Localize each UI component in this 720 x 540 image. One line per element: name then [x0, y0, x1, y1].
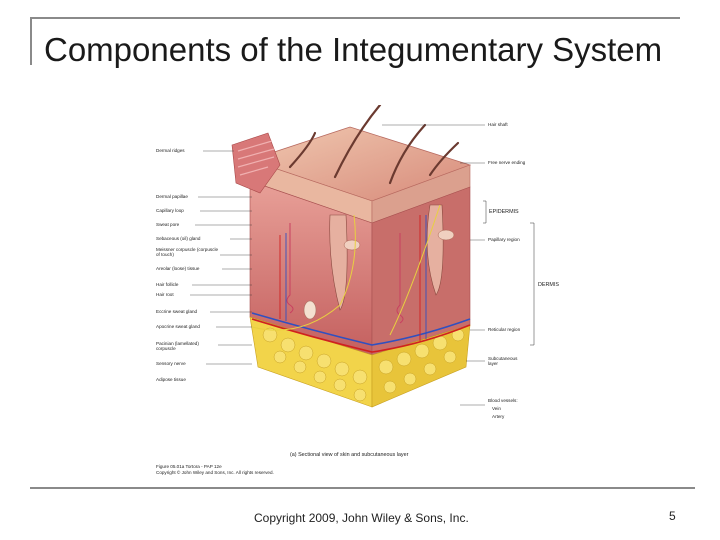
epidermis-bracket — [483, 200, 487, 224]
skin-cross-section-figure: Dermal ridges Dermal papillae Capillary … — [140, 105, 580, 480]
figure-caption: (a) Sectional view of skin and subcutane… — [290, 452, 409, 458]
label-meissner-corpuscle: Meissner corpuscle (corpuscle of touch) — [156, 247, 219, 257]
hair-shaft-2 — [388, 123, 427, 185]
label-hair-shaft: Hair shaft — [488, 122, 508, 127]
label-hair-root: Hair root — [156, 292, 174, 297]
dermis-bracket — [530, 222, 535, 346]
label-vein: Vein — [492, 406, 501, 411]
hair-shaft-1 — [333, 105, 382, 179]
label-eccrine-sweat-gland: Eccrine sweat gland — [156, 309, 198, 314]
label-sebaceous-gland: Sebaceous (oil) gland — [156, 236, 201, 241]
hair-shaft-3 — [428, 141, 460, 177]
vein — [251, 312, 471, 346]
label-dermis: DERMIS — [538, 282, 559, 288]
slide-frame-top — [30, 17, 680, 19]
label-pacinian-corpuscle: Pacinian (lamellated) corpuscle — [156, 341, 199, 351]
skin-illustration — [190, 105, 535, 408]
label-capillary-loop: Capillary loop — [156, 208, 184, 213]
eccrine-sweat-gland — [286, 223, 294, 314]
apocrine-sweat-gland — [396, 233, 404, 324]
label-subcutaneous-layer: Subcutaneous layer — [488, 356, 518, 366]
footer-copyright: Copyright 2009, John Wiley & Sons, Inc. — [254, 511, 469, 525]
label-dermal-ridges: Dermal ridges — [156, 148, 185, 153]
pacinian-corpuscle — [303, 300, 317, 320]
label-dermal-papillae: Dermal papillae — [156, 194, 188, 199]
label-areolar-tissue: Areolar (loose) tissue — [156, 266, 200, 271]
label-reticular-region: Reticular region — [488, 327, 521, 332]
label-sensory-nerve: Sensory nerve — [156, 361, 186, 366]
label-free-nerve-ending: Free nerve ending — [488, 160, 526, 165]
slide-title: Components of the Integumentary System — [44, 31, 663, 68]
label-papillary-region: Papillary region — [488, 237, 520, 242]
dermal-ridges-flap — [231, 132, 281, 194]
label-adipose-tissue: Adipose tissue — [156, 377, 186, 382]
label-sweat-pore: Sweat pore — [156, 222, 180, 227]
slide-footer-divider — [30, 487, 695, 489]
label-hair-follicle: Hair follicle — [156, 282, 179, 287]
label-apocrine-sweat-gland: Apocrine sweat gland — [156, 324, 200, 329]
hair-shaft-4 — [288, 131, 317, 169]
page-number: 5 — [669, 509, 676, 523]
slide-frame-left — [30, 17, 32, 65]
label-epidermis: EPIDERMIS — [489, 209, 519, 215]
label-blood-vessels: Blood vessels: — [488, 398, 518, 403]
label-artery: Artery — [492, 414, 505, 419]
figure-credit-line-2: Copyright © John Wiley and Sons, Inc. Al… — [156, 470, 274, 475]
figure-credit-line-1: Figure 05.01a Tortora - PAP 12e — [156, 464, 222, 469]
